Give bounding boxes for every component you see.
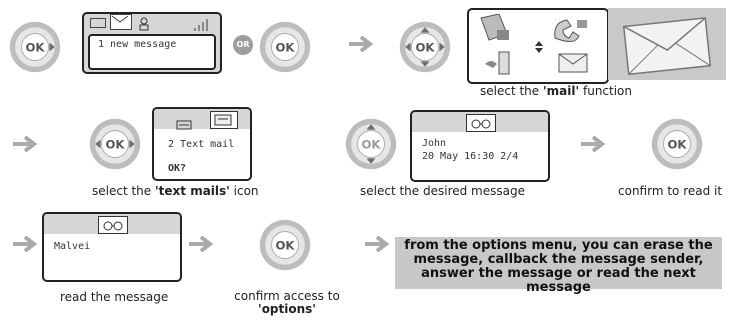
message-read-screen: Malvei: [42, 212, 182, 282]
message-body: Malvei: [54, 241, 91, 252]
mail-selected-icon: [110, 14, 132, 30]
flow-arrow-icon: [188, 235, 214, 256]
flow-arrow-icon: [12, 235, 38, 256]
voice-mail-tab-icon: [176, 115, 192, 134]
text-mail-tab-selected-icon: [210, 111, 238, 129]
phone-book-icon: [477, 13, 513, 48]
caption-confirm-read: confirm to read it: [618, 184, 723, 198]
ok-navigator-leftright[interactable]: OK: [88, 117, 142, 171]
svg-text:OK: OK: [106, 138, 126, 152]
ok-navigator-4way[interactable]: OK: [398, 20, 452, 74]
flow-arrow-icon: [364, 235, 390, 256]
message-date-index: 20 May 16:30 2/4: [422, 151, 519, 162]
options-info-text: from the options menu, you can erase the…: [404, 238, 713, 295]
signal-icon: [194, 16, 210, 35]
new-message-text: 1 new message: [98, 39, 177, 50]
svg-text:OK: OK: [276, 239, 296, 253]
options-info-box: from the options menu, you can erase the…: [395, 237, 722, 295]
handset-icon: [551, 16, 591, 48]
caption-select-message: select the desired message: [360, 184, 525, 198]
or-badge: OR: [233, 35, 253, 55]
caption-select-mail-function: select the 'mail' function: [480, 84, 633, 98]
glasses-tab-icon: [466, 114, 496, 132]
caption-select-text-mails: select the 'text mails' icon: [92, 184, 259, 198]
flow-arrow-icon: [580, 135, 606, 156]
svg-text:OK: OK: [668, 138, 688, 152]
ok-navigator-updown[interactable]: OK: [344, 117, 398, 171]
message-list-screen: John 20 May 16:30 2/4: [410, 110, 550, 182]
caption-read-message: read the message: [60, 290, 169, 304]
sender-name: John: [422, 138, 447, 149]
mail-menu-screen: [467, 8, 609, 84]
caption-mail-keyword: 'mail': [542, 84, 580, 98]
selector-arrows-icon: [535, 38, 543, 57]
phone-screen-new-message: 1 new message: [82, 12, 222, 74]
svg-text:OK: OK: [276, 41, 296, 55]
mobile-icon: [483, 50, 515, 82]
glasses-tab-icon: [98, 216, 128, 234]
envelope-tab-icon: [90, 18, 106, 28]
person-icon: [138, 16, 150, 35]
ok-navigator[interactable]: OK: [8, 20, 62, 74]
large-envelope-icon: [608, 8, 726, 84]
caption-options-keyword: 'options': [258, 302, 316, 316]
text-mail-count: 2 Text mail: [168, 139, 235, 150]
flow-arrow-icon: [12, 135, 38, 156]
svg-text:OK: OK: [362, 138, 382, 152]
caption-confirm-options: confirm access to 'options': [232, 290, 342, 316]
flow-arrow-icon: [348, 35, 374, 56]
mail-icon: [557, 48, 591, 80]
ok-button[interactable]: OK: [258, 20, 312, 74]
text-mail-screen: 2 Text mail OK?: [152, 107, 252, 181]
ok-button-options[interactable]: OK: [258, 218, 312, 272]
svg-text:OK: OK: [416, 41, 436, 55]
ok-prompt: OK?: [168, 163, 187, 174]
ok-button-confirm-read[interactable]: OK: [650, 117, 704, 171]
caption-text-mails-keyword: 'text mails': [154, 184, 230, 198]
svg-text:OK: OK: [26, 41, 46, 55]
